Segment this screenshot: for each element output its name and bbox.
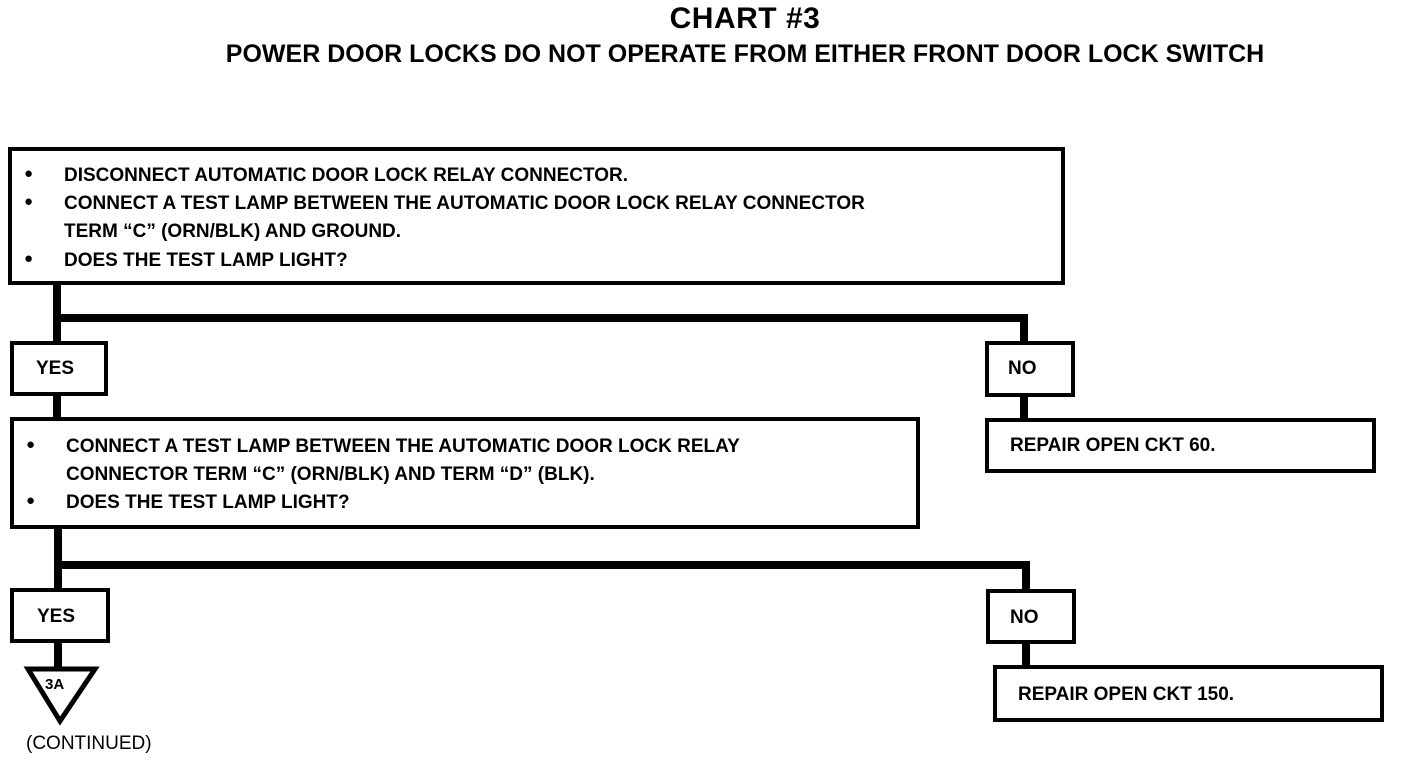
yes2-box: [10, 588, 110, 643]
connector-no1-down: [1020, 394, 1028, 420]
step1-line4: DOES THE TEST LAMP LIGHT?: [24, 250, 348, 272]
connector-branch2-no-down: [1022, 561, 1030, 593]
no2-box: [986, 589, 1076, 644]
repair1-label: REPAIR OPEN CKT 60.: [1010, 435, 1216, 456]
step2-line3: DOES THE TEST LAMP LIGHT?: [26, 492, 350, 514]
repair1-box: [985, 418, 1376, 473]
step1-line1: DISCONNECT AUTOMATIC DOOR LOCK RELAY CON…: [24, 165, 628, 187]
continue-triangle-icon: [23, 666, 100, 726]
continue-marker-label: 3A: [45, 676, 65, 693]
connector-branch1-horizontal: [53, 314, 1028, 322]
connector-branch2-horizontal: [54, 561, 1030, 569]
connector-no2-down: [1022, 641, 1030, 669]
step2-line2: CONNECTOR TERM “C” (ORN/BLK) AND TERM “D…: [66, 464, 595, 485]
yes1-box: [10, 341, 108, 396]
connector-yes2-down: [54, 640, 62, 670]
no1-box: [985, 341, 1075, 397]
connector-branch1-no-down: [1020, 314, 1028, 344]
chart-subtitle: POWER DOOR LOCKS DO NOT OPERATE FROM EIT…: [225, 40, 1265, 68]
repair2-label: REPAIR OPEN CKT 150.: [1018, 684, 1235, 705]
no1-label: NO: [1008, 358, 1037, 379]
chart-title: CHART #3: [669, 2, 821, 35]
connector-step2-down: [54, 526, 62, 592]
step1-line2: CONNECT A TEST LAMP BETWEEN THE AUTOMATI…: [24, 193, 865, 215]
connector-yes1-down: [53, 394, 61, 420]
step1-line3: TERM “C” (ORN/BLK) AND GROUND.: [64, 221, 402, 242]
repair2-box: [993, 665, 1384, 722]
yes2-label: YES: [37, 606, 76, 627]
yes1-label: YES: [36, 358, 75, 379]
no2-label: NO: [1010, 607, 1039, 628]
step2-line1: CONNECT A TEST LAMP BETWEEN THE AUTOMATI…: [26, 436, 740, 458]
continued-label: (CONTINUED): [26, 733, 152, 754]
